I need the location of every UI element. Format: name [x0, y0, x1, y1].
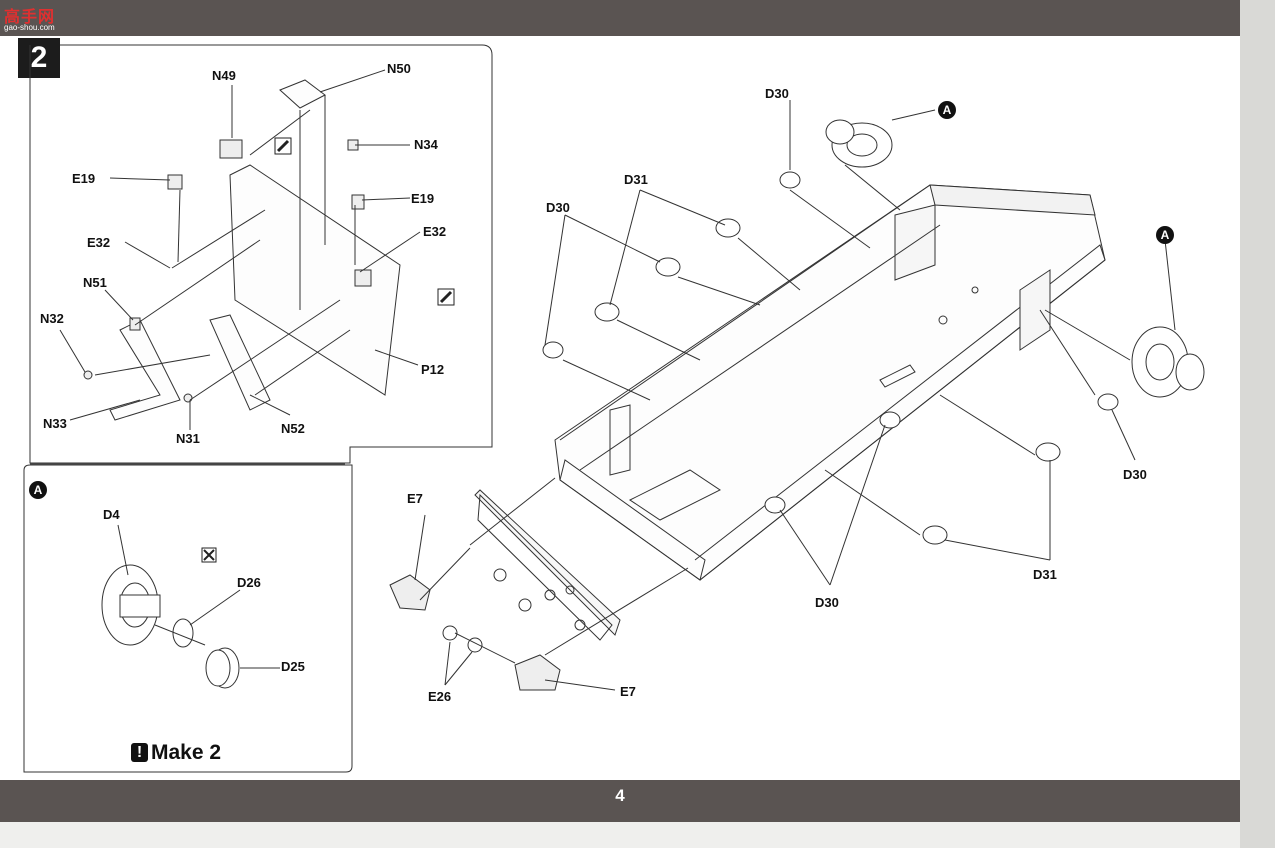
part-label-n49: N49	[212, 68, 236, 83]
warning-icon: !	[131, 743, 148, 762]
part-label-e19: E19	[72, 171, 96, 186]
callout-leader-lines	[117, 524, 280, 669]
make-quantity-note: !Make 2	[131, 741, 221, 765]
part-label-e7: E7	[620, 684, 636, 699]
final-drive-right	[1131, 326, 1205, 398]
callout-panel	[23, 464, 353, 773]
part-label-d30: D30	[765, 86, 789, 101]
part-label-e7: E7	[407, 491, 423, 506]
part-label-d31: D31	[624, 172, 648, 187]
inset-leader-lines	[59, 69, 421, 430]
part-label-d31: D31	[1033, 567, 1057, 582]
part-label-n51: N51	[83, 275, 107, 290]
footer-bar	[0, 780, 1240, 822]
part-label-d4: D4	[103, 507, 120, 522]
front-plate	[474, 489, 621, 641]
no-glue-icon	[201, 547, 217, 563]
part-label-d26: D26	[237, 575, 261, 590]
part-label-d30: D30	[1123, 467, 1147, 482]
part-label-d30: D30	[546, 200, 570, 215]
final-drive-top	[825, 119, 893, 168]
callout-a-badge: A	[938, 101, 956, 119]
sprocket-subassembly	[101, 564, 240, 689]
callout-a-badge: A	[29, 481, 47, 499]
part-label-n33: N33	[43, 416, 67, 431]
part-label-d25: D25	[281, 659, 305, 674]
part-label-n34: N34	[414, 137, 438, 152]
step-number: 2	[18, 38, 60, 78]
sub-assembly-panel	[29, 44, 493, 464]
inset-plates	[109, 79, 401, 421]
site-logo: 高手网 gao-shou.com	[4, 7, 56, 32]
glue-icon	[437, 288, 455, 306]
part-label-e19: E19	[411, 191, 435, 206]
e7-parts	[389, 574, 561, 691]
page-number: 4	[615, 786, 625, 805]
hull-assembly	[554, 184, 1106, 581]
part-label-n31: N31	[176, 431, 200, 446]
part-label-n50: N50	[387, 61, 411, 76]
part-label-d30: D30	[815, 595, 839, 610]
page-margin	[0, 822, 1240, 848]
part-label-e26: E26	[428, 689, 452, 704]
page-edge	[1240, 0, 1275, 848]
part-label-e32: E32	[87, 235, 111, 250]
part-label-n32: N32	[40, 311, 64, 326]
glue-icon	[274, 137, 292, 155]
assembly-arrows	[414, 100, 1176, 691]
part-label-n52: N52	[281, 421, 305, 436]
part-label-p12: P12	[421, 362, 445, 377]
header-bar	[0, 0, 1240, 36]
part-label-e32: E32	[423, 224, 447, 239]
callout-a-badge: A	[1156, 226, 1174, 244]
